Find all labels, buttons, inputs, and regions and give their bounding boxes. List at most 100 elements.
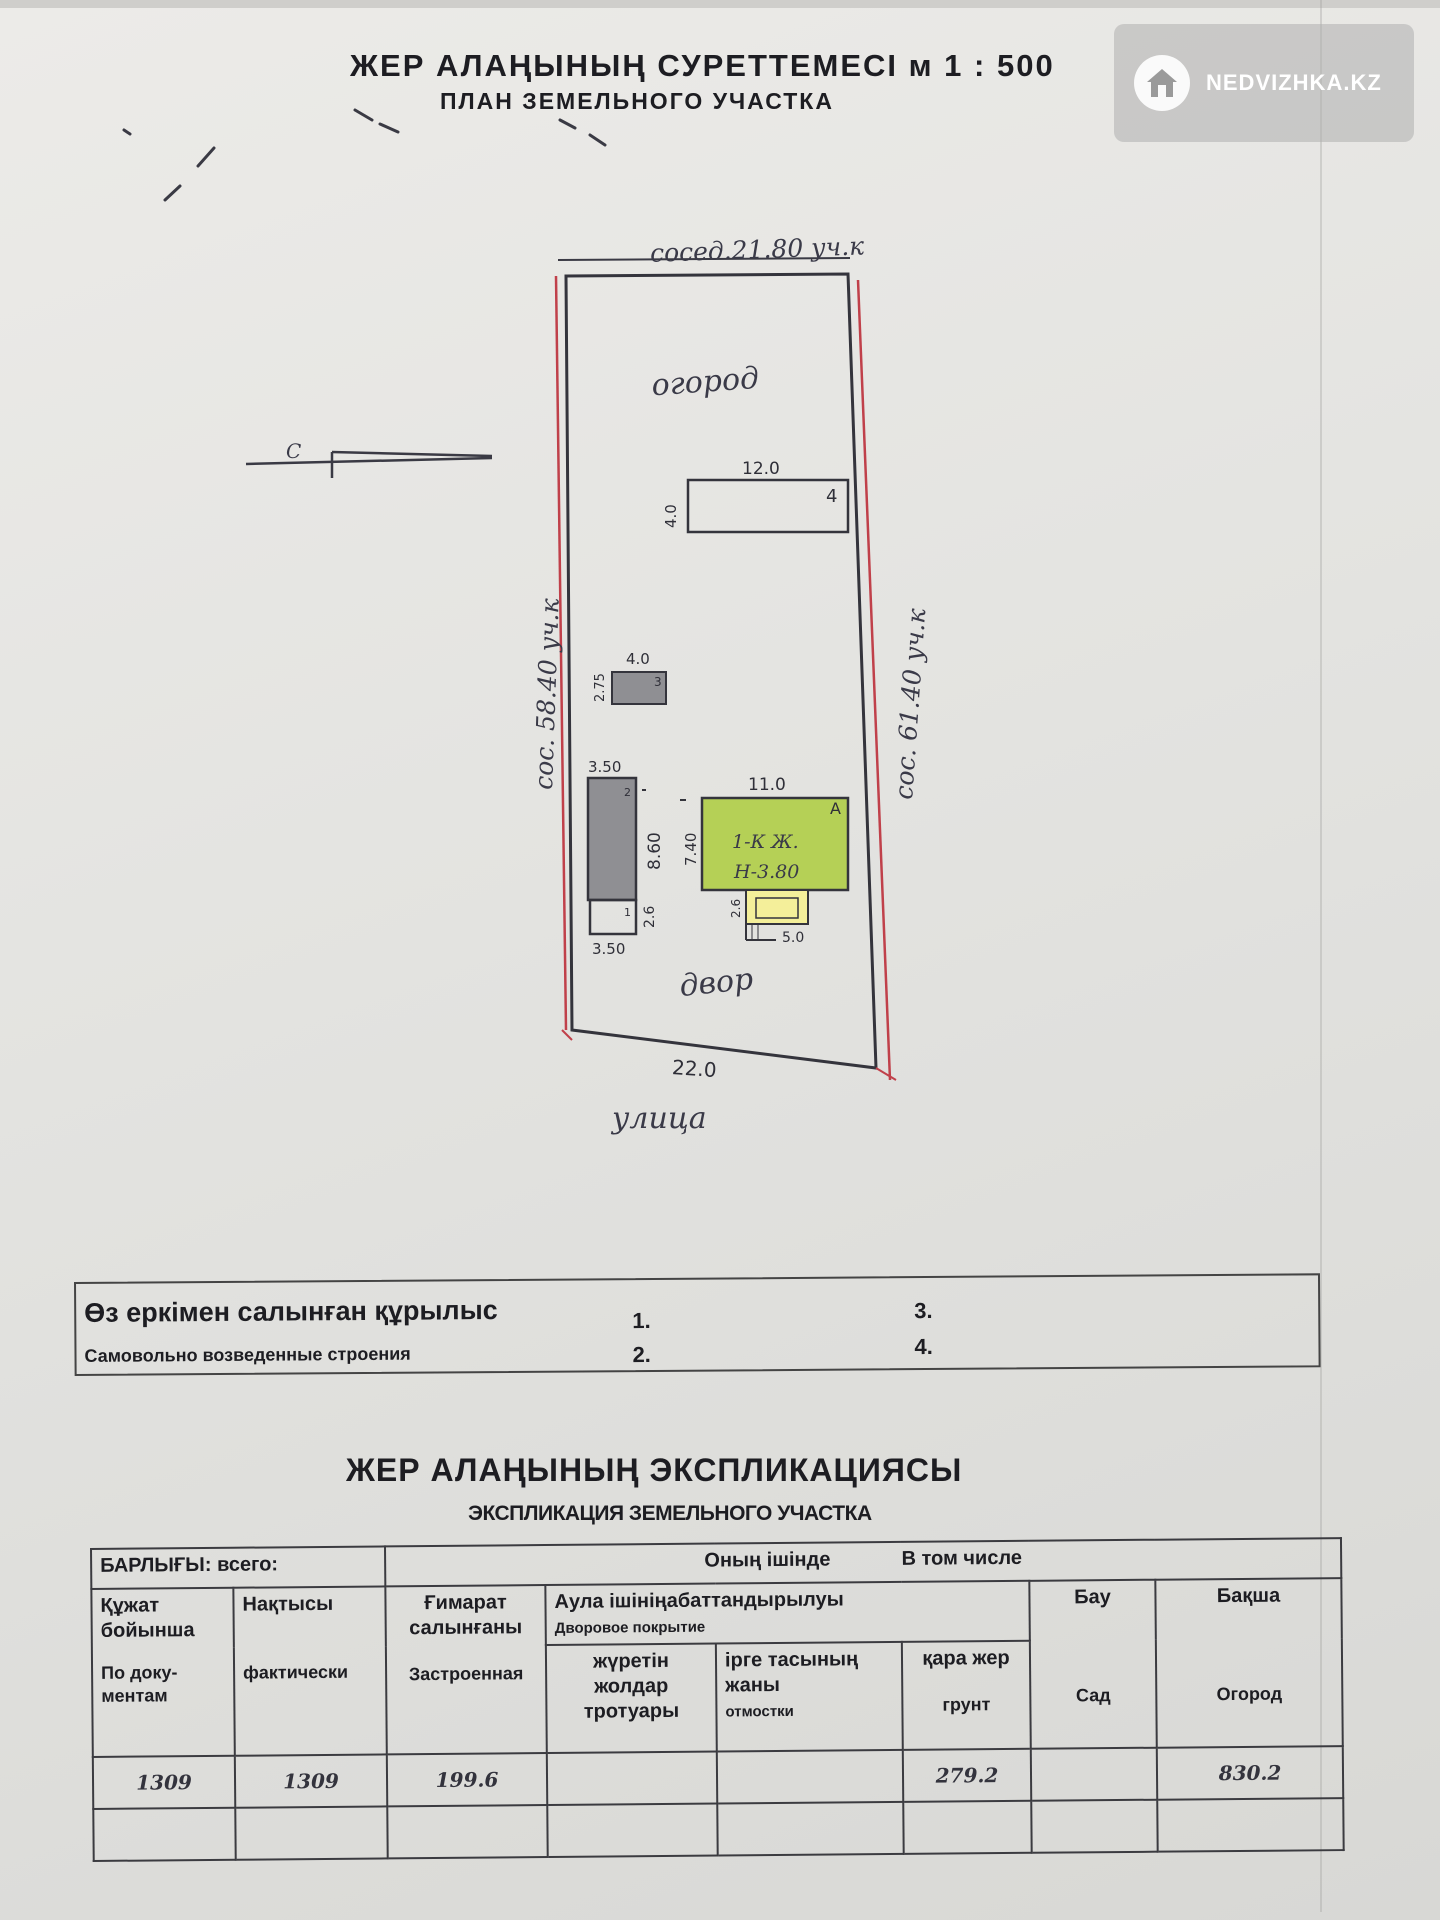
empty-cell xyxy=(717,1801,904,1856)
unauthorized-item-4: 4. xyxy=(914,1334,933,1360)
value-orchard xyxy=(1030,1747,1158,1801)
paper-fold xyxy=(1320,0,1322,1912)
header-soil-kz: қара жер xyxy=(922,1646,1010,1670)
outbuilding-4: 12.0 4.0 4 xyxy=(662,459,850,534)
north-arrow-icon xyxy=(245,450,493,478)
empty-cell xyxy=(1157,1798,1344,1852)
house-length: 11.0 xyxy=(748,775,786,795)
plan-title-kz: ЖЕР АЛАҢЫНЫҢ СУРЕТТЕМЕСІ м 1 : 500 xyxy=(350,48,1055,83)
empty-cell xyxy=(547,1803,718,1858)
watermark: NEDVIZHKA.KZ xyxy=(1114,24,1414,142)
header-blind-kz: іргe тасының жаны xyxy=(724,1648,859,1697)
total-label-cell: БАРЛЫҒЫ: всего: xyxy=(91,1546,386,1589)
house-width: 7.40 xyxy=(682,833,700,866)
header-garden: Бақша Огород xyxy=(1155,1578,1343,1748)
header-built-ru: Застроенная xyxy=(408,1663,524,1685)
header-orchard: Бау Сад xyxy=(1029,1579,1157,1749)
porch: 5.0 2.6 xyxy=(729,889,809,946)
outbuilding-2: 3.50 8.60 2 xyxy=(586,758,665,902)
table-row xyxy=(93,1798,1344,1861)
outbuilding-4-length: 12.0 xyxy=(742,459,780,479)
value-soil: 279.2 xyxy=(902,1748,1032,1802)
including-kz: Оның ішінде xyxy=(704,1548,831,1572)
porch-width: 2.6 xyxy=(729,899,743,918)
table-row: Құжат бойынша По доку-ментам Нақтысы фак… xyxy=(91,1578,1343,1757)
explication-table: БАРЛЫҒЫ: всего: Оның ішінде В том числе … xyxy=(90,1537,1345,1862)
header-orchard-kz: Бау xyxy=(1074,1586,1111,1609)
header-yard-ru: Дворовое покрытие xyxy=(554,1618,706,1637)
outbuilding-1-length: 3.50 xyxy=(592,940,625,958)
house-mark: А xyxy=(830,799,841,818)
header-doc: Құжат бойынша По доку-ментам xyxy=(91,1587,235,1757)
explication-title-kz: ЖЕР АЛАҢЫНЫҢ ЭКСПЛИКАЦИЯСЫ xyxy=(346,1452,963,1488)
right-neighbor-label: сос. 61.40 уч.к xyxy=(889,607,931,800)
value-walk xyxy=(546,1751,718,1806)
document-sheet xyxy=(0,8,1440,1920)
unauthorized-item-3: 3. xyxy=(914,1298,933,1324)
header-garden-kz: Бақша xyxy=(1216,1584,1281,1608)
outbuilding-3-length: 4.0 xyxy=(626,650,650,668)
bottom-width-label: 22.0 xyxy=(671,1055,717,1082)
value-fact: 1309 xyxy=(234,1754,388,1808)
value-garden: 830.2 xyxy=(1156,1746,1344,1800)
header-yard: Аула ішініңабаттандырылуы Дворовое покры… xyxy=(545,1580,1030,1646)
yard-area-label: двор xyxy=(678,962,755,1005)
unauthorized-item-1: 1. xyxy=(632,1307,651,1334)
house-icon xyxy=(1134,55,1190,111)
empty-cell xyxy=(903,1800,1032,1854)
plan-title-ru: ПЛАН ЗЕМЕЛЬНОГО УЧАСТКА xyxy=(440,88,834,114)
outbuilding-3-width: 2.75 xyxy=(593,673,608,702)
unauthorized-title-ru: Самовольно возведенные строения xyxy=(84,1343,411,1366)
header-walk: жүретін жолдар тротуары xyxy=(545,1643,717,1754)
north-label: С xyxy=(286,439,301,463)
empty-cell xyxy=(1031,1799,1158,1853)
outbuilding-1-mark: 1 xyxy=(624,906,631,919)
header-walk-ru: тротуары xyxy=(583,1699,680,1723)
header-blind-ru: отмостки xyxy=(725,1702,794,1721)
header-built-kz: Ғимарат салынғаны xyxy=(409,1591,523,1640)
residential-house: 11.0 7.40 А 1-К Ж. Н-3.80 xyxy=(642,775,850,892)
explication-title-ru: ЭКСПЛИКАЦИЯ ЗЕМЕЛЬНОГО УЧАСТКА xyxy=(468,1502,872,1525)
land-plan-drawing: С сосед.21.80 уч.к сос. 58.40 уч.к сос. … xyxy=(122,108,931,1136)
empty-cell xyxy=(387,1805,548,1859)
unauthorized-item-2: 2. xyxy=(632,1341,651,1368)
value-blind xyxy=(716,1749,904,1804)
header-yard-kz: Аула ішініңабаттандырылуы xyxy=(554,1588,844,1613)
outbuilding-1: 1 2.6 3.50 xyxy=(588,898,658,958)
outbuilding-2-width: 8.60 xyxy=(645,832,665,870)
porch-length: 5.0 xyxy=(782,930,804,946)
including-ru: В том числе xyxy=(901,1546,1023,1570)
plot-boundary xyxy=(554,257,897,1081)
outbuilding-4-mark: 4 xyxy=(826,486,837,507)
header-soil: қара жер грунт xyxy=(901,1640,1031,1750)
header-doc-kz: Құжат бойынша xyxy=(100,1594,195,1642)
header-walk-kz: жүретін жолдар xyxy=(593,1649,670,1698)
empty-cell xyxy=(235,1806,388,1860)
outbuilding-3: 4.0 2.75 3 xyxy=(593,650,667,705)
empty-cell xyxy=(93,1807,236,1861)
value-built: 199.6 xyxy=(386,1753,548,1807)
outbuilding-2-mark: 2 xyxy=(624,786,631,799)
header-doc-ru: По доку-ментам xyxy=(101,1662,178,1706)
outbuilding-3-mark: 3 xyxy=(654,675,662,689)
value-doc: 1309 xyxy=(92,1755,236,1809)
stray-marks xyxy=(122,108,607,202)
garden-area-label: огород xyxy=(650,361,760,403)
header-built: Ғимарат салынғаны Застроенная xyxy=(385,1585,547,1755)
header-fact-kz: Нақтысы xyxy=(242,1592,334,1616)
explication-table-wrap: БАРЛЫҒЫ: всего: Оның ішінде В том числе … xyxy=(90,1537,1345,1862)
outbuilding-2-length: 3.50 xyxy=(588,758,621,776)
unauthorized-buildings-box: Өз еркімен салынған құрылыс Самовольно в… xyxy=(74,1273,1321,1376)
outbuilding-4-width: 4.0 xyxy=(662,504,680,528)
street-label: улица xyxy=(610,1101,707,1136)
watermark-text: NEDVIZHKA.KZ xyxy=(1206,70,1382,95)
house-height: Н-3.80 xyxy=(733,861,799,883)
outbuilding-1-width: 2.6 xyxy=(642,906,658,928)
header-soil-ru: грунт xyxy=(942,1694,991,1715)
header-blind: іргe тасының жаны отмостки xyxy=(715,1641,903,1752)
unauthorized-title-kz: Өз еркімен салынған құрылыс xyxy=(84,1295,498,1328)
left-neighbor-label: сос. 58.40 уч.к xyxy=(529,598,565,790)
house-label: 1-К Ж. xyxy=(732,831,799,853)
header-orchard-ru: Сад xyxy=(1075,1685,1111,1706)
header-fact: Нақтысы фактически xyxy=(233,1586,387,1756)
